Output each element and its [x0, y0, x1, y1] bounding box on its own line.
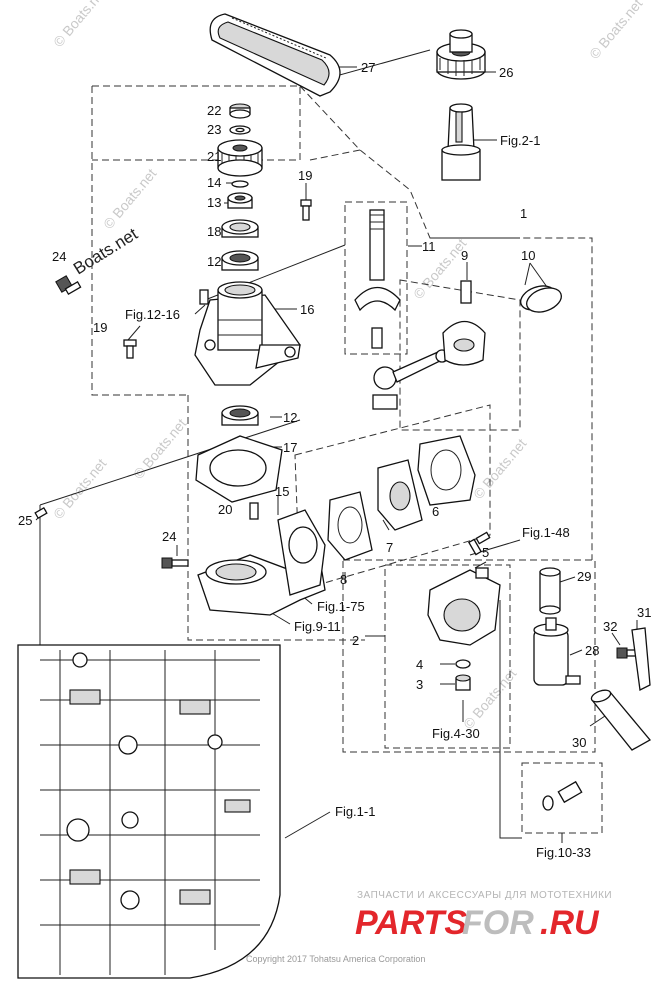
pin-9	[460, 280, 472, 304]
bearing-12-lower	[221, 405, 259, 426]
label-part-16: 16	[300, 302, 314, 317]
label-part-25: 25	[18, 513, 32, 528]
label-part-30: 30	[572, 735, 586, 750]
pin-20	[249, 502, 259, 520]
gear-21	[217, 139, 263, 177]
watermark: © Boats.net	[100, 165, 159, 232]
valve-plate-6	[417, 435, 476, 506]
footer: ЗАПЧАСТИ И АКСЕССУАРЫ ДЛЯ МОТОТЕХНИКИ PA…	[246, 890, 612, 964]
fig-ref-10-33: Fig.10-33	[536, 845, 591, 860]
label-part-6: 6	[432, 504, 439, 519]
label-part-29: 29	[577, 569, 591, 584]
watermark: © Boats.net	[50, 455, 109, 522]
label-part-20: 20	[218, 502, 232, 517]
pulley-26	[436, 29, 486, 80]
bolt-24-upper	[55, 275, 82, 295]
engine-block	[17, 644, 281, 979]
label-part-14: 14	[207, 175, 221, 190]
pin-25	[34, 507, 48, 519]
label-part-12-upper: 12	[207, 254, 221, 269]
gasket-17	[195, 435, 283, 503]
washer-14	[231, 180, 249, 188]
label-part-2: 2	[352, 633, 359, 648]
label-part-1: 1	[520, 206, 527, 221]
watermark: © Boats.net	[470, 435, 529, 502]
watermark: © Boats.net	[50, 0, 109, 50]
figure-references: Fig.2-1 Fig.12-16 Fig.1-48 Fig.1-75 Fig.…	[125, 133, 591, 860]
fig-ref-9-11: Fig.9-11	[294, 619, 341, 634]
label-part-11: 11	[422, 239, 436, 254]
label-part-24-upper: 24	[52, 249, 66, 264]
fitting-fig-10-33	[542, 780, 583, 811]
copyright-text: Copyright 2017 Tohatsu America Corporati…	[246, 954, 425, 964]
bearing-12-upper	[221, 250, 259, 271]
seal-18	[221, 219, 259, 238]
label-part-4: 4	[416, 657, 423, 672]
label-part-26: 26	[499, 65, 513, 80]
label-part-31: 31	[637, 605, 651, 620]
brand-logo-for: FOR	[462, 904, 534, 942]
fig-ref-4-30: Fig.4-30	[432, 726, 480, 741]
label-part-23: 23	[207, 122, 221, 137]
part-number-labels: 1 2 3 4 5 6 7 8 9 10 11 12 12 13 14 15 1…	[18, 60, 651, 750]
label-part-13: 13	[207, 195, 221, 210]
label-part-32: 32	[603, 619, 617, 634]
fig-ref-1-75: Fig.1-75	[317, 599, 365, 614]
label-part-10: 10	[521, 248, 535, 263]
fig-ref-1-48: Fig.1-48	[522, 525, 570, 540]
brand-logo-ru: .RU	[540, 904, 600, 942]
crankshaft-11	[354, 209, 401, 349]
fig-ref-2-1: Fig.2-1	[500, 133, 540, 148]
label-part-9: 9	[461, 248, 468, 263]
fuel-pump-body	[427, 567, 501, 646]
gasket-8	[327, 491, 373, 561]
filter-28	[533, 617, 581, 686]
label-part-28: 28	[585, 643, 599, 658]
watermark: © Boats.net	[586, 0, 645, 62]
label-part-7: 7	[386, 540, 393, 555]
label-part-22: 22	[207, 103, 221, 118]
label-part-21: 21	[207, 149, 221, 164]
label-part-12-lower: 12	[283, 410, 297, 425]
label-part-18: 18	[207, 224, 221, 239]
watermark-dark: Boats.net	[70, 224, 141, 278]
label-part-5: 5	[482, 545, 489, 560]
fig-ref-12-16: Fig.12-16	[125, 307, 180, 322]
label-part-19-upper: 19	[298, 168, 312, 183]
tube-30	[590, 689, 652, 751]
nut-22	[229, 103, 251, 119]
watermark: © Boats.net	[460, 665, 519, 732]
bolt-19-lower	[123, 339, 137, 359]
label-part-8: 8	[340, 572, 347, 587]
bolt-24-lower	[161, 557, 189, 569]
plug-3	[455, 674, 471, 691]
label-part-15: 15	[275, 484, 289, 499]
label-part-27: 27	[361, 60, 375, 75]
sleeve-29	[539, 567, 561, 615]
brand-tagline: ЗАПЧАСТИ И АКСЕССУАРЫ ДЛЯ МОТОТЕХНИКИ	[357, 890, 612, 901]
label-part-17: 17	[283, 440, 297, 455]
fig-ref-1-1: Fig.1-1	[335, 804, 375, 819]
plate-7	[377, 459, 423, 531]
pump-body-15	[197, 509, 326, 616]
label-part-3: 3	[416, 677, 423, 692]
label-part-24-lower: 24	[162, 529, 176, 544]
shaft-fig-2-1	[441, 103, 481, 181]
watermark: © Boats.net	[130, 415, 189, 482]
connecting-rod	[372, 349, 449, 410]
bolt-19-upper	[300, 199, 312, 221]
bolt-5	[468, 531, 491, 556]
timing-belt	[209, 13, 341, 97]
label-part-19-lower: 19	[93, 320, 107, 335]
washer-23	[229, 125, 251, 135]
piston	[442, 320, 486, 366]
washer-4	[455, 659, 471, 669]
brand-logo-parts: PARTS	[355, 904, 467, 942]
bracket-31	[631, 627, 651, 691]
housing-16	[194, 281, 301, 386]
collar-13	[227, 192, 253, 209]
rings-10	[520, 285, 562, 313]
